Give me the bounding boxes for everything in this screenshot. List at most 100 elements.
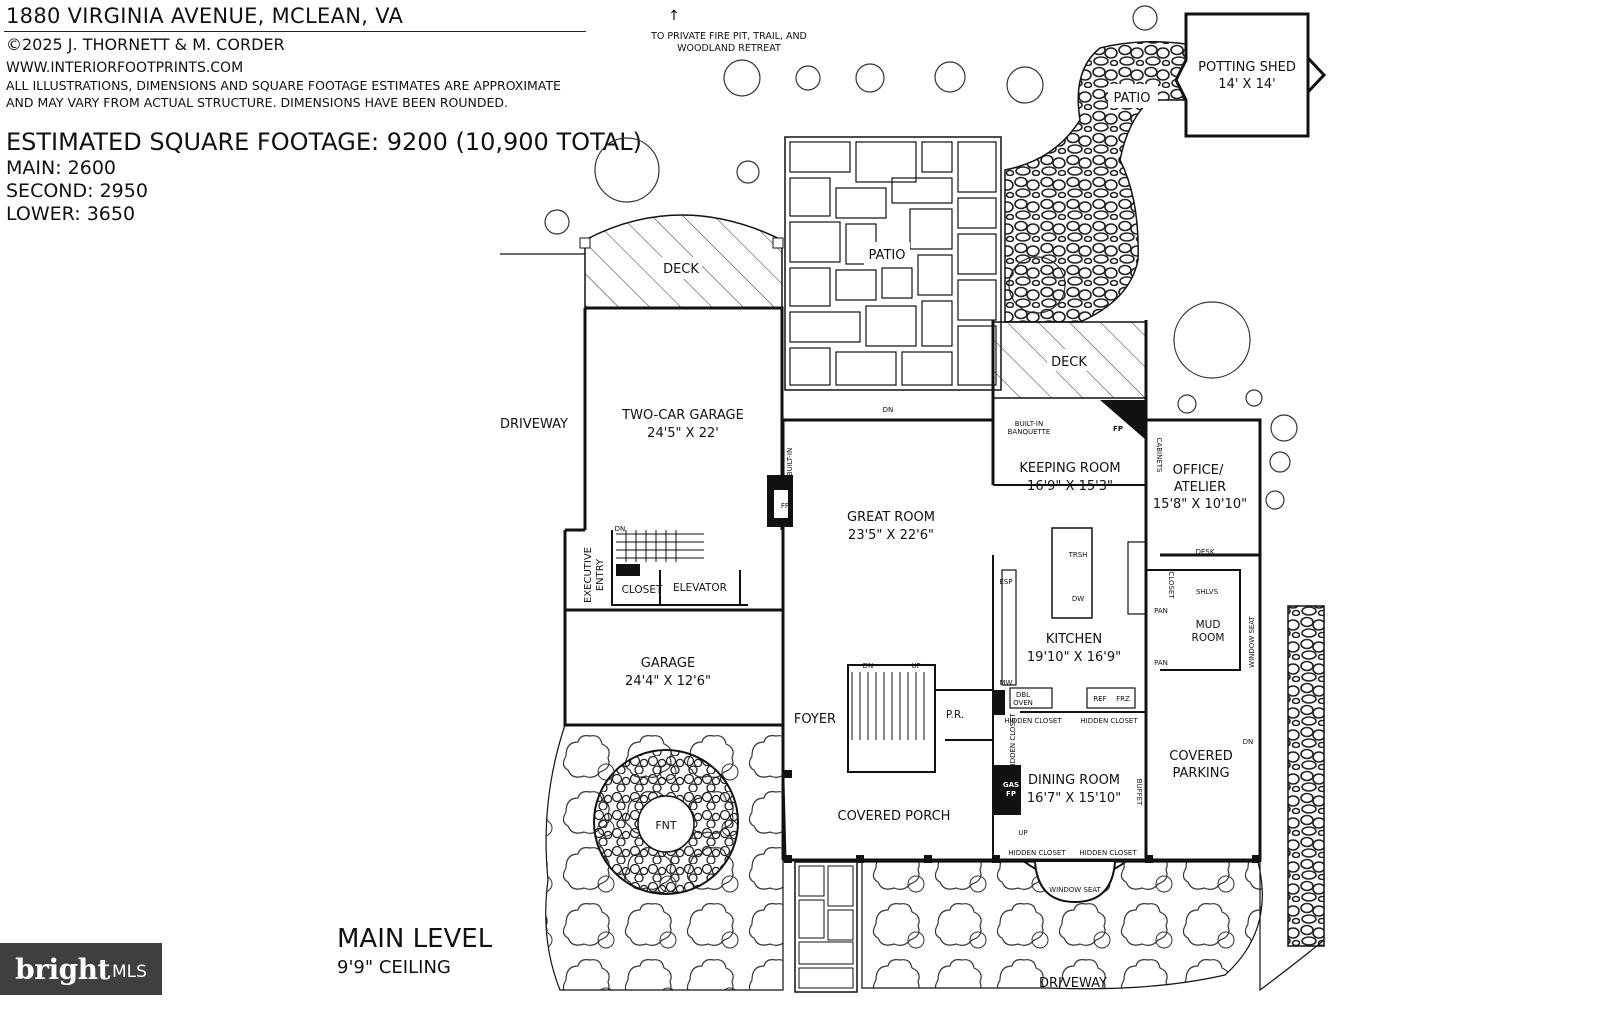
logo-mls: MLS bbox=[111, 962, 147, 982]
garage-dn-label: DN bbox=[615, 525, 626, 533]
address-underline bbox=[4, 31, 586, 32]
mud-room-label-1: MUD bbox=[1196, 619, 1221, 631]
bright-mls-logo: bright MLS bbox=[0, 943, 162, 995]
double-oven-label-2: OVEN bbox=[1013, 699, 1033, 707]
lower-level-sqft: LOWER: 3650 bbox=[6, 203, 136, 225]
left-deck-label-bg bbox=[660, 257, 702, 279]
keeping-room-label: KEEPING ROOM bbox=[1019, 461, 1120, 476]
parking-dn-label: DN bbox=[1243, 738, 1254, 746]
refrigerator-label: REF bbox=[1093, 695, 1106, 703]
covered-parking-label-1: COVERED bbox=[1169, 749, 1232, 764]
pantry-label-2: PAN bbox=[1154, 659, 1168, 667]
stairs-dn-label: DN bbox=[863, 662, 874, 670]
hidden-closet-label-4: HIDDEN CLOSET bbox=[1079, 849, 1137, 857]
website-link[interactable]: WWW.INTERIORFOOTPRINTS.COM bbox=[6, 60, 244, 76]
right-stone-path bbox=[1287, 605, 1325, 947]
potting-shed-label: POTTING SHED bbox=[1198, 60, 1296, 75]
kitchen-wall-cabinets bbox=[1001, 569, 1017, 686]
great-room-fp-label: FP bbox=[781, 502, 789, 510]
driveway-bottom-label: DRIVEWAY bbox=[1039, 976, 1107, 991]
window-seat-label: WINDOW SEAT bbox=[1049, 886, 1101, 894]
mud-room-label-2: ROOM bbox=[1192, 632, 1225, 644]
square-footage-total: ESTIMATED SQUARE FOOTAGE: 9200 (10,900 T… bbox=[6, 128, 642, 156]
kitchen-label: KITCHEN bbox=[1046, 632, 1102, 647]
hidden-closet-label-2: HIDDEN CLOSET bbox=[1080, 717, 1138, 725]
office-dimension: 15'8" X 10'10" bbox=[1153, 497, 1247, 512]
right-deck-label-bg bbox=[1047, 349, 1091, 371]
property-address: 1880 VIRGINIA AVENUE, MCLEAN, VA bbox=[6, 4, 404, 28]
garage-stairs bbox=[616, 530, 704, 562]
window-seat-bay bbox=[1034, 861, 1116, 904]
keeping-room-fp-label: FP bbox=[1113, 425, 1123, 433]
built-in-label: BUILT-IN bbox=[786, 448, 794, 476]
hidden-closet-label-5: HIDDEN CLOSET bbox=[1009, 713, 1017, 771]
great-room-dimension: 23'5" X 22'6" bbox=[848, 528, 934, 543]
keeping-room-dimension: 16'9" X 15'3" bbox=[1027, 479, 1113, 494]
closet-label: CLOSET bbox=[622, 584, 663, 596]
freezer-label: FRZ bbox=[1116, 695, 1130, 703]
trash-label: TRSH bbox=[1068, 551, 1088, 559]
stairs-up-label: UP bbox=[911, 662, 920, 670]
fountain-label: FNT bbox=[655, 819, 677, 832]
elevator-label: ELEVATOR bbox=[673, 582, 727, 594]
main-patio-label: PATIO bbox=[869, 248, 906, 263]
porch-up-label: UP bbox=[1018, 829, 1027, 837]
executive-entry-label-1: EXECUTIVE bbox=[583, 547, 594, 603]
dishwasher-label: DW bbox=[1072, 595, 1084, 603]
dining-room-dimension: 16'7" X 15'10" bbox=[1027, 791, 1121, 806]
dbl-oven-unit bbox=[1009, 687, 1053, 709]
copyright-notice: ©2025 J. THORNETT & M. CORDER bbox=[6, 35, 285, 54]
porch-columns bbox=[784, 770, 1260, 863]
executive-entry-label-2: ENTRY bbox=[595, 558, 606, 591]
front-walkway bbox=[794, 861, 858, 993]
garage-dimension: 24'4" X 12'6" bbox=[625, 674, 711, 689]
powder-room-label: P.R. bbox=[946, 709, 964, 721]
two-car-garage-label: TWO-CAR GARAGE bbox=[621, 408, 744, 423]
window-seat-side-label: WINDOW SEAT bbox=[1248, 615, 1256, 667]
ceiling-height: 9'9" CEILING bbox=[337, 957, 451, 978]
front-garden-right bbox=[861, 861, 1263, 990]
hidden-closet-label-1: HIDDEN CLOSET bbox=[1004, 717, 1062, 725]
right-driveway-edge bbox=[1259, 860, 1325, 992]
garage-label: GARAGE bbox=[641, 656, 695, 671]
fountain-center bbox=[637, 795, 695, 853]
level-title: MAIN LEVEL bbox=[337, 924, 493, 954]
upper-patio-label-bg bbox=[1108, 84, 1158, 108]
north-arrow: ↑ bbox=[668, 8, 680, 24]
two-car-garage-dimension: 24'5" X 22' bbox=[647, 426, 719, 441]
double-oven-label-1: DBL bbox=[1016, 691, 1030, 699]
ref-frz-unit bbox=[1086, 687, 1136, 709]
main-stairs bbox=[851, 672, 925, 740]
potting-shed-outline bbox=[1174, 12, 1327, 138]
deck-post bbox=[579, 237, 591, 249]
kitchen-island bbox=[1051, 527, 1093, 619]
upper-patio-area bbox=[1004, 41, 1188, 323]
office-label-2: ATELIER bbox=[1174, 480, 1226, 495]
disclaimer-line-1: ALL ILLUSTRATIONS, DIMENSIONS AND SQUARE… bbox=[6, 78, 561, 93]
gas-label: GAS bbox=[1003, 781, 1019, 789]
banquette-label-2: BANQUETTE bbox=[1008, 428, 1051, 436]
great-room-label: GREAT ROOM bbox=[847, 510, 935, 525]
pantry-label-1: PAN bbox=[1154, 607, 1168, 615]
potting-shed-dimension: 14' X 14' bbox=[1218, 77, 1275, 92]
north-note-line-1: TO PRIVATE FIRE PIT, TRAIL, AND bbox=[650, 31, 807, 42]
foyer-label: FOYER bbox=[794, 712, 836, 727]
mud-closet-label: CLOSET bbox=[1167, 571, 1175, 599]
shelves-label: SHLVS bbox=[1196, 588, 1219, 596]
covered-porch-label: COVERED PORCH bbox=[838, 809, 951, 824]
north-note-line-2: WOODLAND RETREAT bbox=[677, 43, 781, 54]
hidden-closet-label-3: HIDDEN CLOSET bbox=[1008, 849, 1066, 857]
range-unit bbox=[1127, 541, 1147, 615]
main-level-sqft: MAIN: 2600 bbox=[6, 157, 117, 179]
driveway-left-label: DRIVEWAY bbox=[500, 417, 568, 432]
covered-parking-label-2: PARKING bbox=[1172, 766, 1229, 781]
walkway-stones bbox=[798, 865, 854, 989]
main-patio-label-bg bbox=[864, 242, 910, 266]
patio-dn-label: DN bbox=[883, 406, 894, 414]
office-label-1: OFFICE/ bbox=[1173, 463, 1224, 478]
gas-fp-label: FP bbox=[1006, 790, 1016, 798]
great-room-fp-box bbox=[774, 490, 788, 518]
cabinets-label: CABINETS bbox=[1155, 438, 1163, 473]
dining-room-label: DINING ROOM bbox=[1028, 773, 1120, 788]
